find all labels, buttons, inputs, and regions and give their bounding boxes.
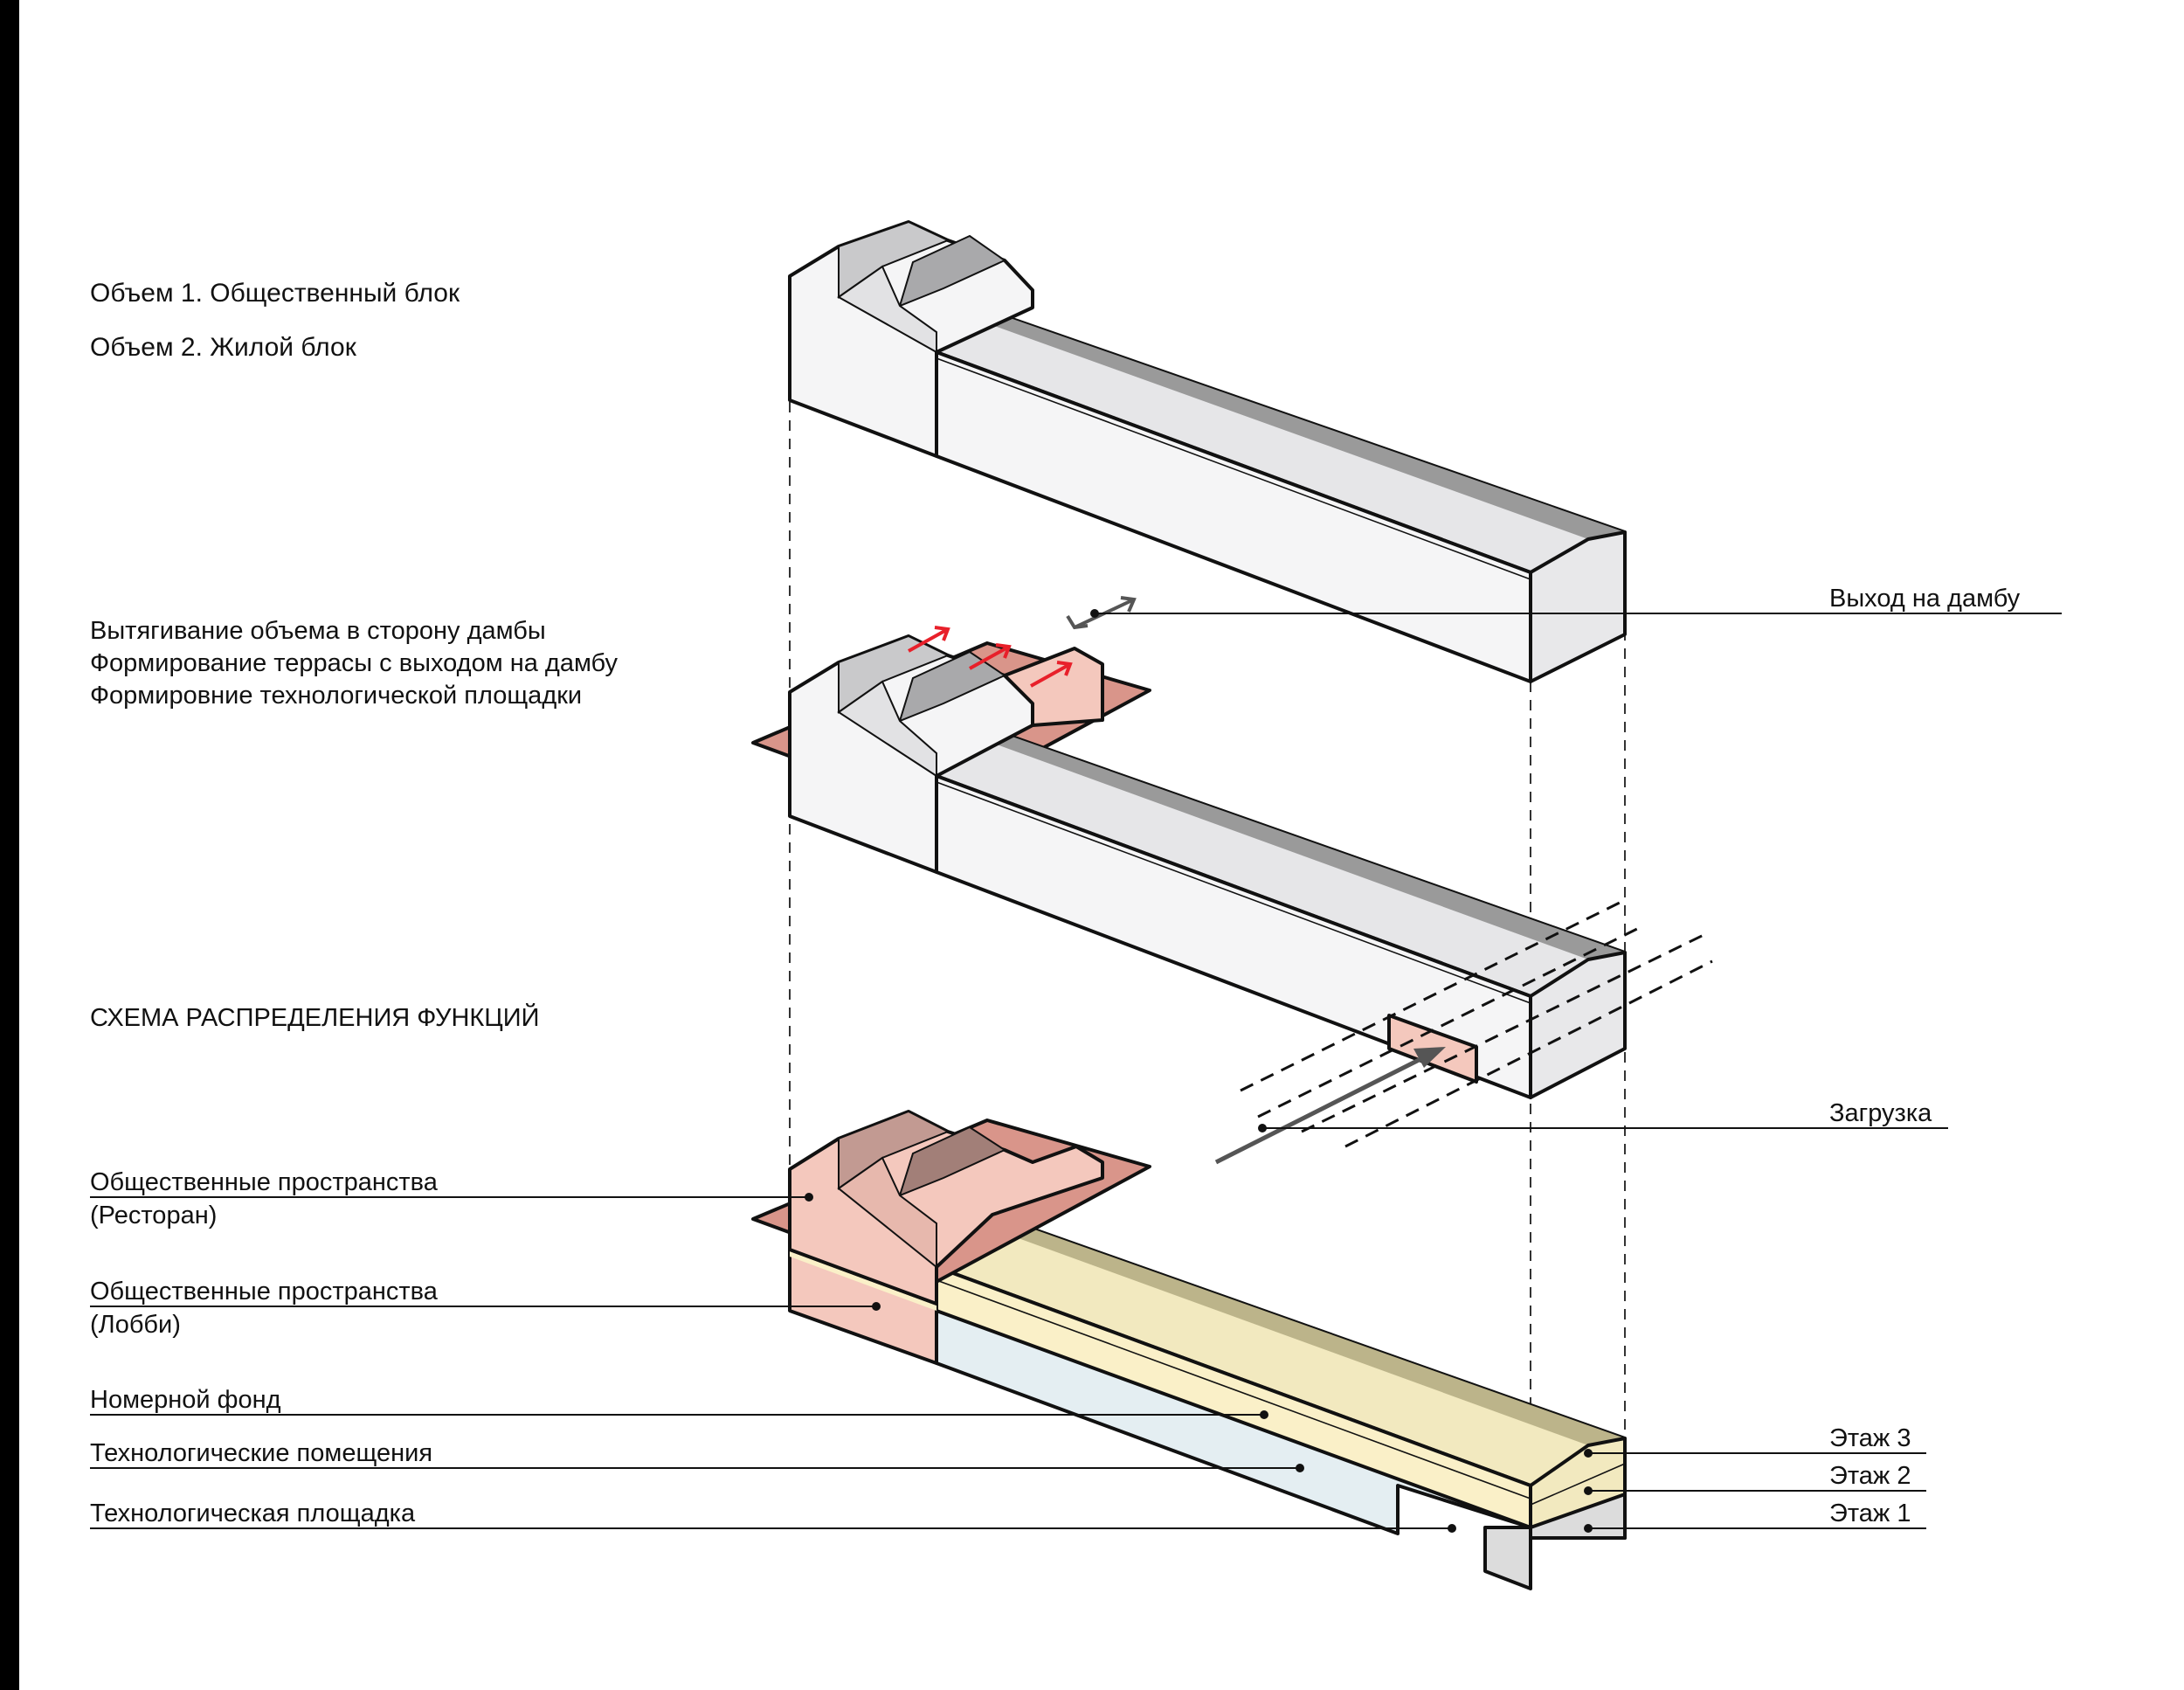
stage3-volumes	[751, 1110, 1627, 1590]
exit-to-dam-label: Выход на дамбу	[1829, 585, 2021, 613]
floor-1-label: Этаж 1	[1829, 1500, 1911, 1527]
stage1-sawtooth-roof-2	[898, 234, 1007, 308]
function-labels: Общественные пространства (Ресторан) Общ…	[90, 1168, 439, 1527]
stage2-long-block-end	[1529, 951, 1627, 1099]
tech-platform-label: Технологическая площадка	[90, 1500, 416, 1527]
stage1-line-2: Объем 2. Жилой блок	[90, 333, 357, 362]
lobby-label-line-1: Общественные пространства	[90, 1278, 439, 1306]
loading-arrow[interactable]	[1214, 1047, 1446, 1165]
rooms-block-roof	[987, 1215, 1625, 1445]
floor-2-label: Этаж 2	[1829, 1462, 1911, 1490]
stage2-volumes	[751, 626, 1713, 1148]
stage1-long-block-roof-dark	[987, 312, 1625, 539]
stage1-caption: Объем 1. Общественный блок Объем 2. Жило…	[90, 279, 460, 362]
tech-platform-leg[interactable]	[1483, 1526, 1532, 1590]
page-edge-strip	[0, 0, 19, 1690]
stage1-line-1: Объем 1. Общественный блок	[90, 279, 460, 308]
stage2-sawtooth-roof-1	[838, 634, 950, 714]
loading-lanes	[1240, 898, 1713, 1148]
stage1-volumes	[788, 220, 1627, 683]
lobby-label-line-2: (Лобби)	[90, 1311, 181, 1339]
leader-lines	[90, 609, 2062, 1533]
restaurant-sawtooth-2	[898, 1126, 1007, 1197]
stage1-long-block-end	[1529, 530, 1627, 683]
stage2-sawtooth-roof-2	[898, 650, 1007, 723]
tech-rooms-label: Технологические помещения	[90, 1439, 432, 1467]
stage1-sawtooth-roof-1	[838, 220, 950, 299]
loading-label: Загрузка	[1829, 1099, 1932, 1127]
stage3-title: СХЕМА РАСПРЕДЕЛЕНИЯ ФУНКЦИЙ	[90, 1002, 539, 1032]
stage2-line-1: Вытягивание объема в сторону дамбы	[90, 617, 546, 645]
extension-arrows	[908, 626, 1073, 688]
stage2-extension	[1003, 647, 1104, 727]
stage2-long-block-roof-dark	[987, 730, 1625, 959]
stage2-line-3: Формировние технологической площадки	[90, 682, 582, 710]
stage2-line-2: Формирование террасы с выходом на дамбу	[90, 649, 619, 677]
rooms-label: Номерной фонд	[90, 1386, 281, 1414]
restaurant-label-line-2: (Ресторан)	[90, 1202, 217, 1229]
floor-3-label: Этаж 3	[1829, 1424, 1911, 1452]
restaurant-label-line-1: Общественные пространства	[90, 1168, 439, 1196]
floor-labels: Этаж 3 Этаж 2 Этаж 1	[1829, 1424, 1911, 1527]
stage2-caption: Вытягивание объема в сторону дамбы Форми…	[90, 617, 619, 710]
